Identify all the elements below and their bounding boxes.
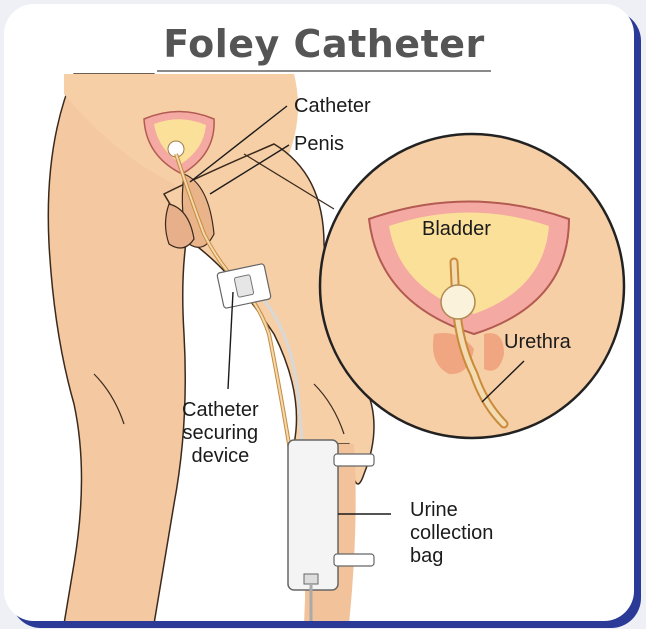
page-title: Foley Catheter	[4, 22, 634, 66]
label-bladder: Bladder	[422, 218, 491, 241]
label-catheter: Catheter	[294, 95, 371, 118]
balloon	[441, 285, 475, 319]
label-penis: Penis	[294, 133, 344, 156]
label-securing-device: Catheter securing device	[182, 399, 259, 468]
title-underline	[157, 70, 491, 72]
label-urethra: Urethra	[504, 331, 571, 354]
label-collection-bag: Urine collection bag	[410, 499, 493, 568]
diagram-card: Foley Catheter Catheter Penis Bladder Ur…	[4, 4, 634, 621]
